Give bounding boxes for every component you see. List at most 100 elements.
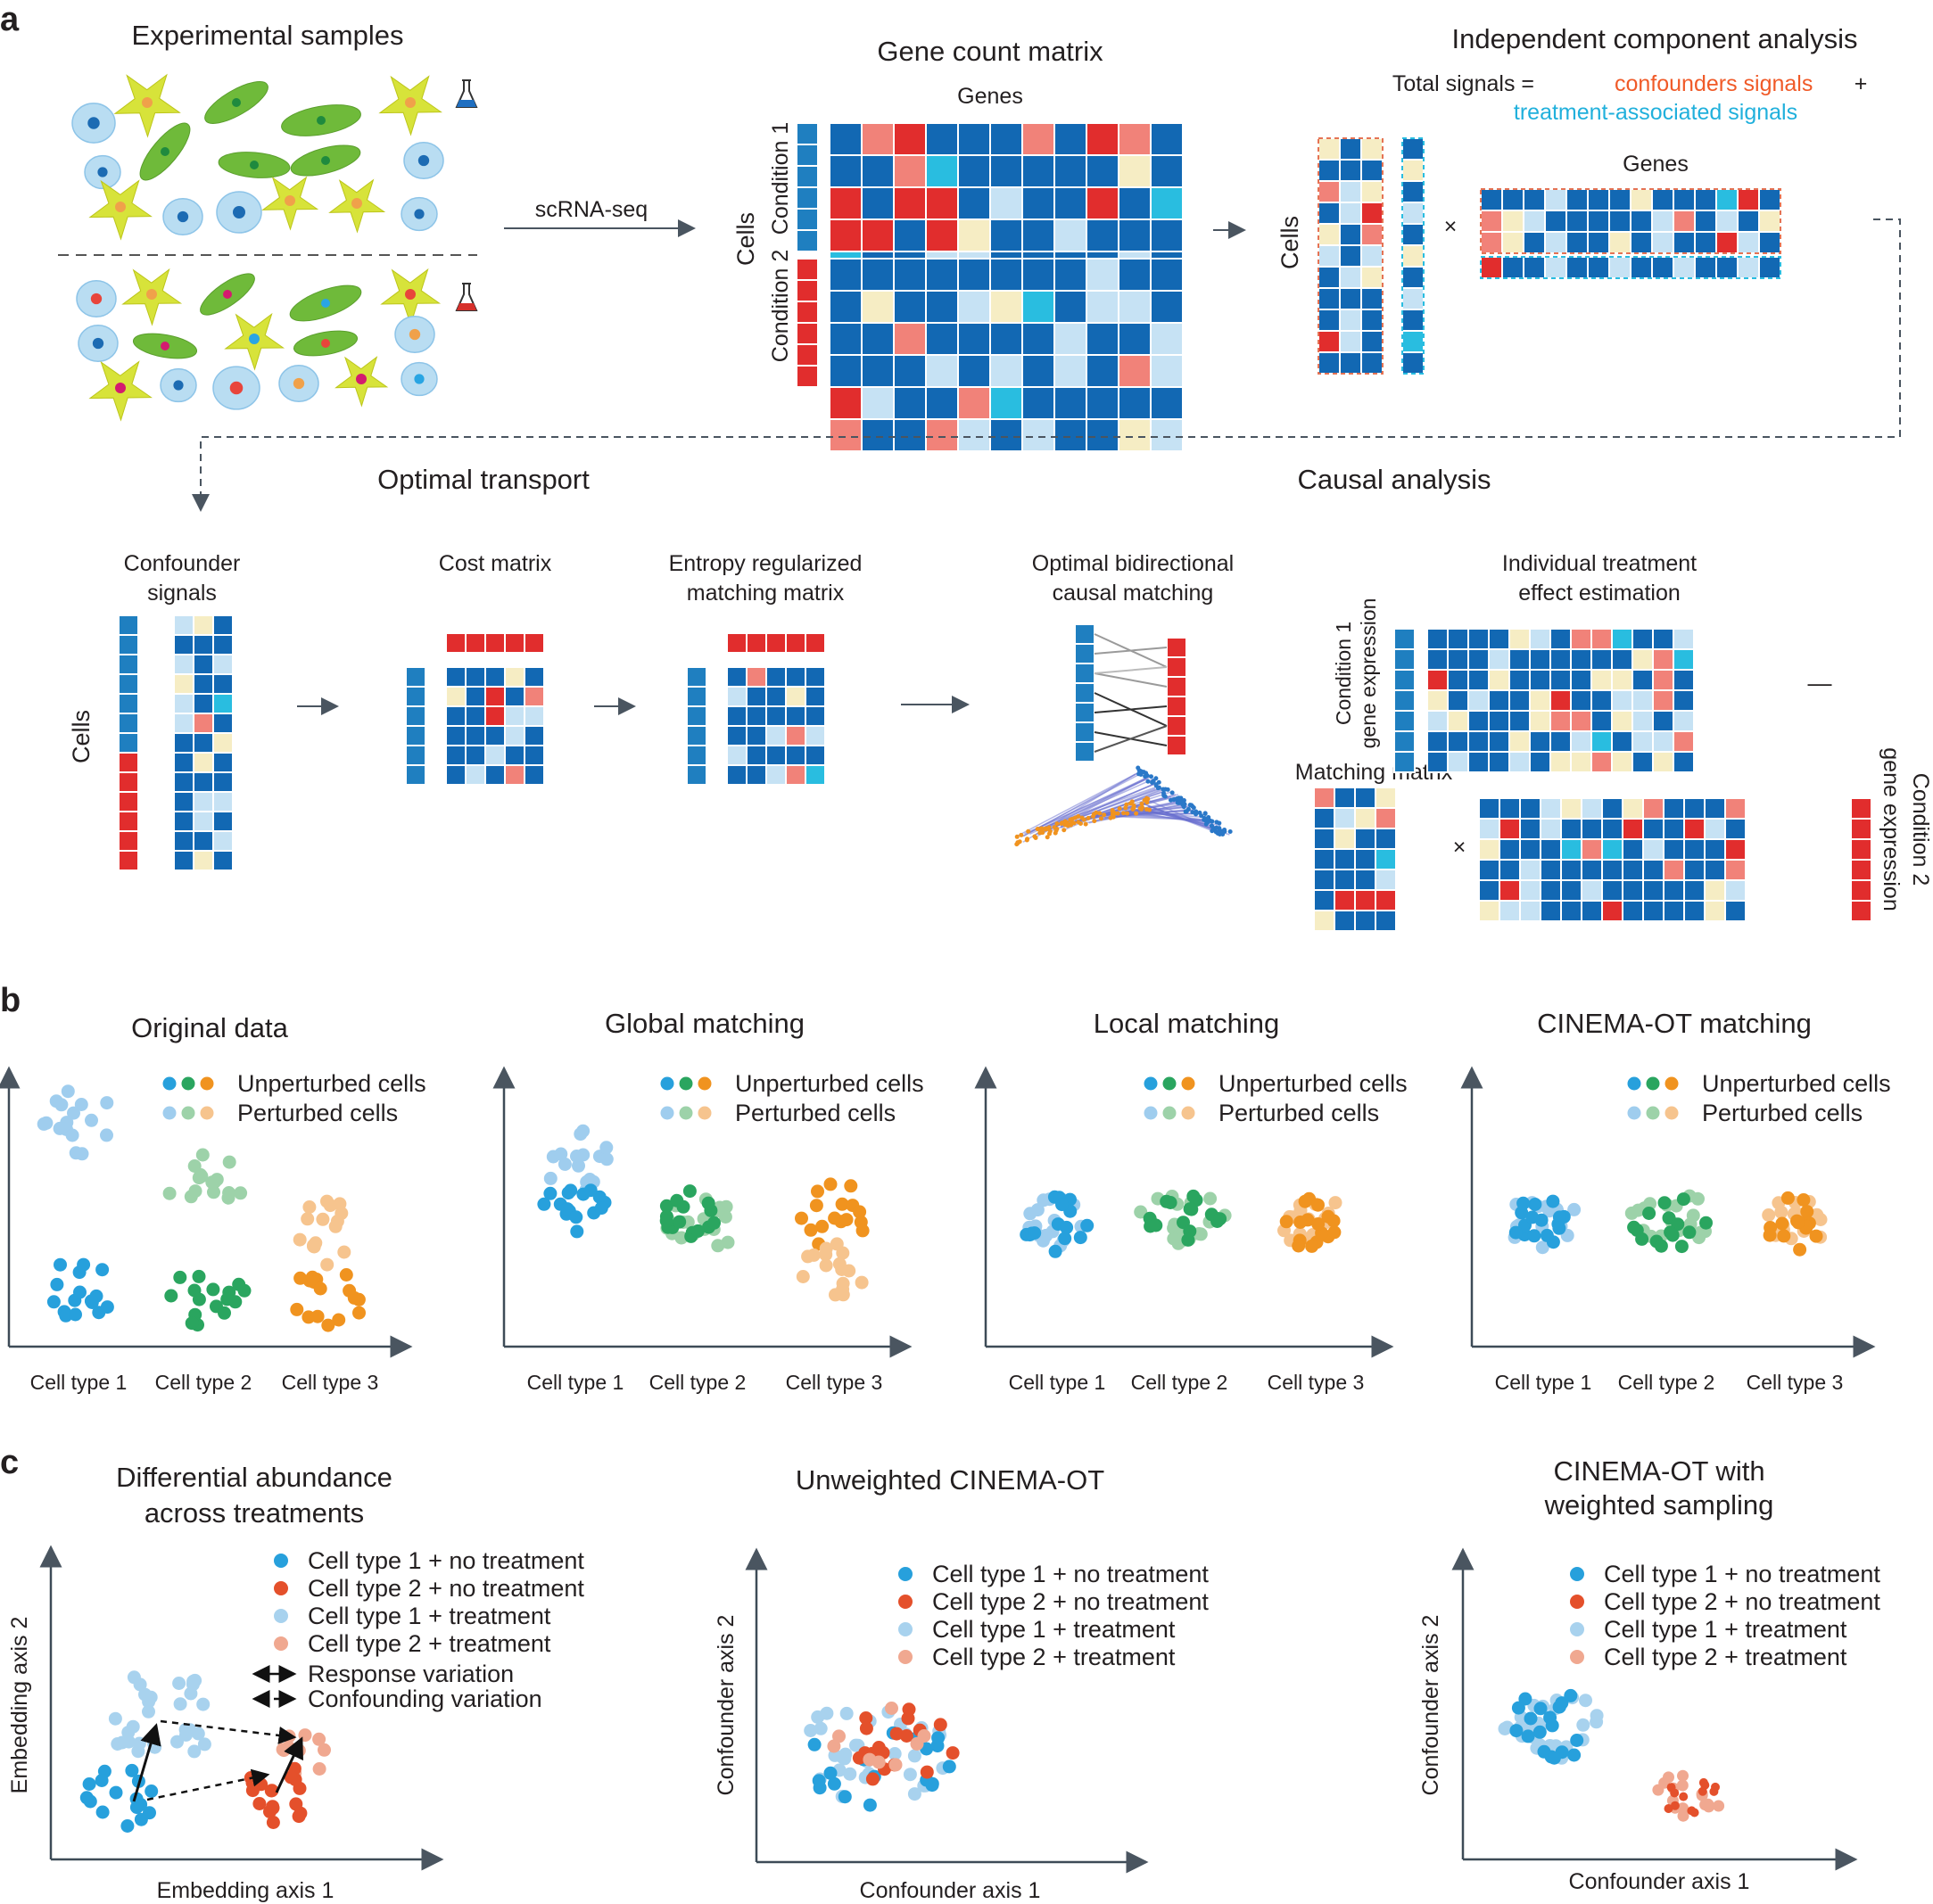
matrix-cell <box>1652 710 1674 732</box>
matrix-cell <box>1334 910 1356 932</box>
scatter-point <box>1039 1228 1053 1242</box>
matrix-cell <box>1694 210 1717 233</box>
ot-cells-label: Cells <box>68 710 95 763</box>
matrix-cell <box>989 418 1023 452</box>
scatter-point <box>1676 1779 1689 1792</box>
scatter-point <box>1528 1198 1542 1211</box>
matrix-cell <box>1501 188 1524 211</box>
matrix-cell <box>796 229 819 252</box>
minus-sign: — <box>1808 670 1832 696</box>
scatter-point <box>293 1271 308 1285</box>
unperturbed-cluster-1 <box>1020 1190 1095 1258</box>
matrix-cell <box>1339 202 1362 225</box>
cell-nucleus <box>405 289 416 300</box>
matrix-cell <box>1663 900 1685 922</box>
matrix-cell <box>465 666 486 688</box>
scatter-point <box>339 1268 353 1282</box>
matrix-cell <box>1426 669 1449 691</box>
scatter-point <box>910 1736 924 1751</box>
legend-dot-unperturbed <box>698 1076 712 1091</box>
matrix-cell <box>861 418 895 452</box>
matrix-cell <box>925 290 959 324</box>
matrix-cell <box>1339 137 1362 161</box>
matrix-cell <box>989 290 1023 324</box>
ribbon-point-blue <box>1156 779 1161 785</box>
matrix-cell <box>1086 218 1119 252</box>
subplot-title-line2: weighted sampling <box>1544 1489 1774 1521</box>
matrix-cell <box>1570 751 1592 773</box>
matrix-cell <box>1401 159 1425 182</box>
matrix-cell <box>1642 859 1665 881</box>
matching-link <box>1094 647 1168 655</box>
matrix-cell <box>445 725 467 746</box>
matrix-cell <box>1850 879 1872 902</box>
matrix-cell <box>1118 218 1152 252</box>
matrix-cell <box>1360 351 1384 375</box>
ribbon-point-orange <box>1125 811 1130 816</box>
cell-nucleus <box>414 374 425 384</box>
matrix-cell <box>796 144 819 167</box>
matrix-cell <box>746 666 767 688</box>
matrix-cell <box>1724 838 1747 861</box>
scatter-point <box>125 1763 139 1777</box>
matrix-cell <box>118 673 139 695</box>
cell-type-label: Cell type 1 <box>1495 1371 1592 1394</box>
scatter-point <box>889 1727 904 1741</box>
matrix-cell <box>405 705 426 727</box>
matrix-cell <box>1611 689 1633 712</box>
matrix-cell <box>1673 210 1696 233</box>
matrix-cell <box>785 686 806 707</box>
matrix-cell <box>1401 351 1425 375</box>
matrix-cell <box>726 745 748 766</box>
y-axis-label: Confounder axis 2 <box>714 1615 739 1796</box>
ribbon-point-orange <box>1112 811 1118 816</box>
matrix-cell <box>1683 879 1706 902</box>
matrix-cell <box>1488 751 1510 773</box>
matrix-cell <box>193 634 214 655</box>
scatter-point <box>1305 1239 1319 1253</box>
matrix-cell <box>1401 309 1425 332</box>
matrix-cell <box>173 634 194 655</box>
matrix-cell <box>212 850 234 871</box>
scatter-point <box>812 1774 826 1788</box>
condition1-label: Condition 1 <box>768 122 793 235</box>
bidir-title-line2: causal matching <box>1053 581 1214 606</box>
matrix-cell <box>1565 210 1589 233</box>
matrix-cell <box>796 343 819 367</box>
legend-dot <box>1570 1622 1584 1636</box>
matrix-cell <box>1529 710 1551 732</box>
scatter-point <box>1552 1210 1566 1224</box>
matrix-cell <box>686 725 707 746</box>
scatter-point <box>276 1743 290 1757</box>
scatter-point <box>1183 1202 1197 1216</box>
scatter-point <box>1654 1239 1668 1253</box>
matrix-cell <box>1642 879 1665 902</box>
matrix-cell <box>1642 900 1665 922</box>
matrix-cell <box>465 686 486 707</box>
matrix-cell <box>1166 735 1187 756</box>
scatter-point <box>1657 1196 1672 1210</box>
scatter-point <box>69 1146 83 1160</box>
scatter-point <box>321 1318 335 1332</box>
matrix-cell <box>1652 648 1674 671</box>
matrix-cell <box>1499 900 1521 922</box>
matrix-cell <box>1053 386 1087 420</box>
ribbon-point-orange <box>1144 807 1149 812</box>
scatter-point <box>1791 1215 1805 1229</box>
matrix-cell <box>1339 309 1362 332</box>
scatter-point <box>814 1721 828 1735</box>
entropy-title-line2: matching matrix <box>687 581 845 606</box>
scatter-point <box>172 1677 186 1690</box>
condition2-label: Condition 2 <box>768 250 793 362</box>
scatter-point <box>902 1702 916 1717</box>
ribbon-point-orange <box>1040 830 1045 836</box>
matrix-cell <box>1354 787 1376 809</box>
optimal-transport-title: Optimal transport <box>377 464 590 495</box>
matrix-cell <box>1501 256 1524 279</box>
ribbon-point-orange <box>1131 803 1136 808</box>
scrnaseq-label: scRNA-seq <box>535 197 648 222</box>
matrix-cell <box>1523 188 1546 211</box>
scatter-point <box>1048 1244 1062 1258</box>
matrix-cell <box>1339 351 1362 375</box>
matrix-cell <box>524 666 545 688</box>
